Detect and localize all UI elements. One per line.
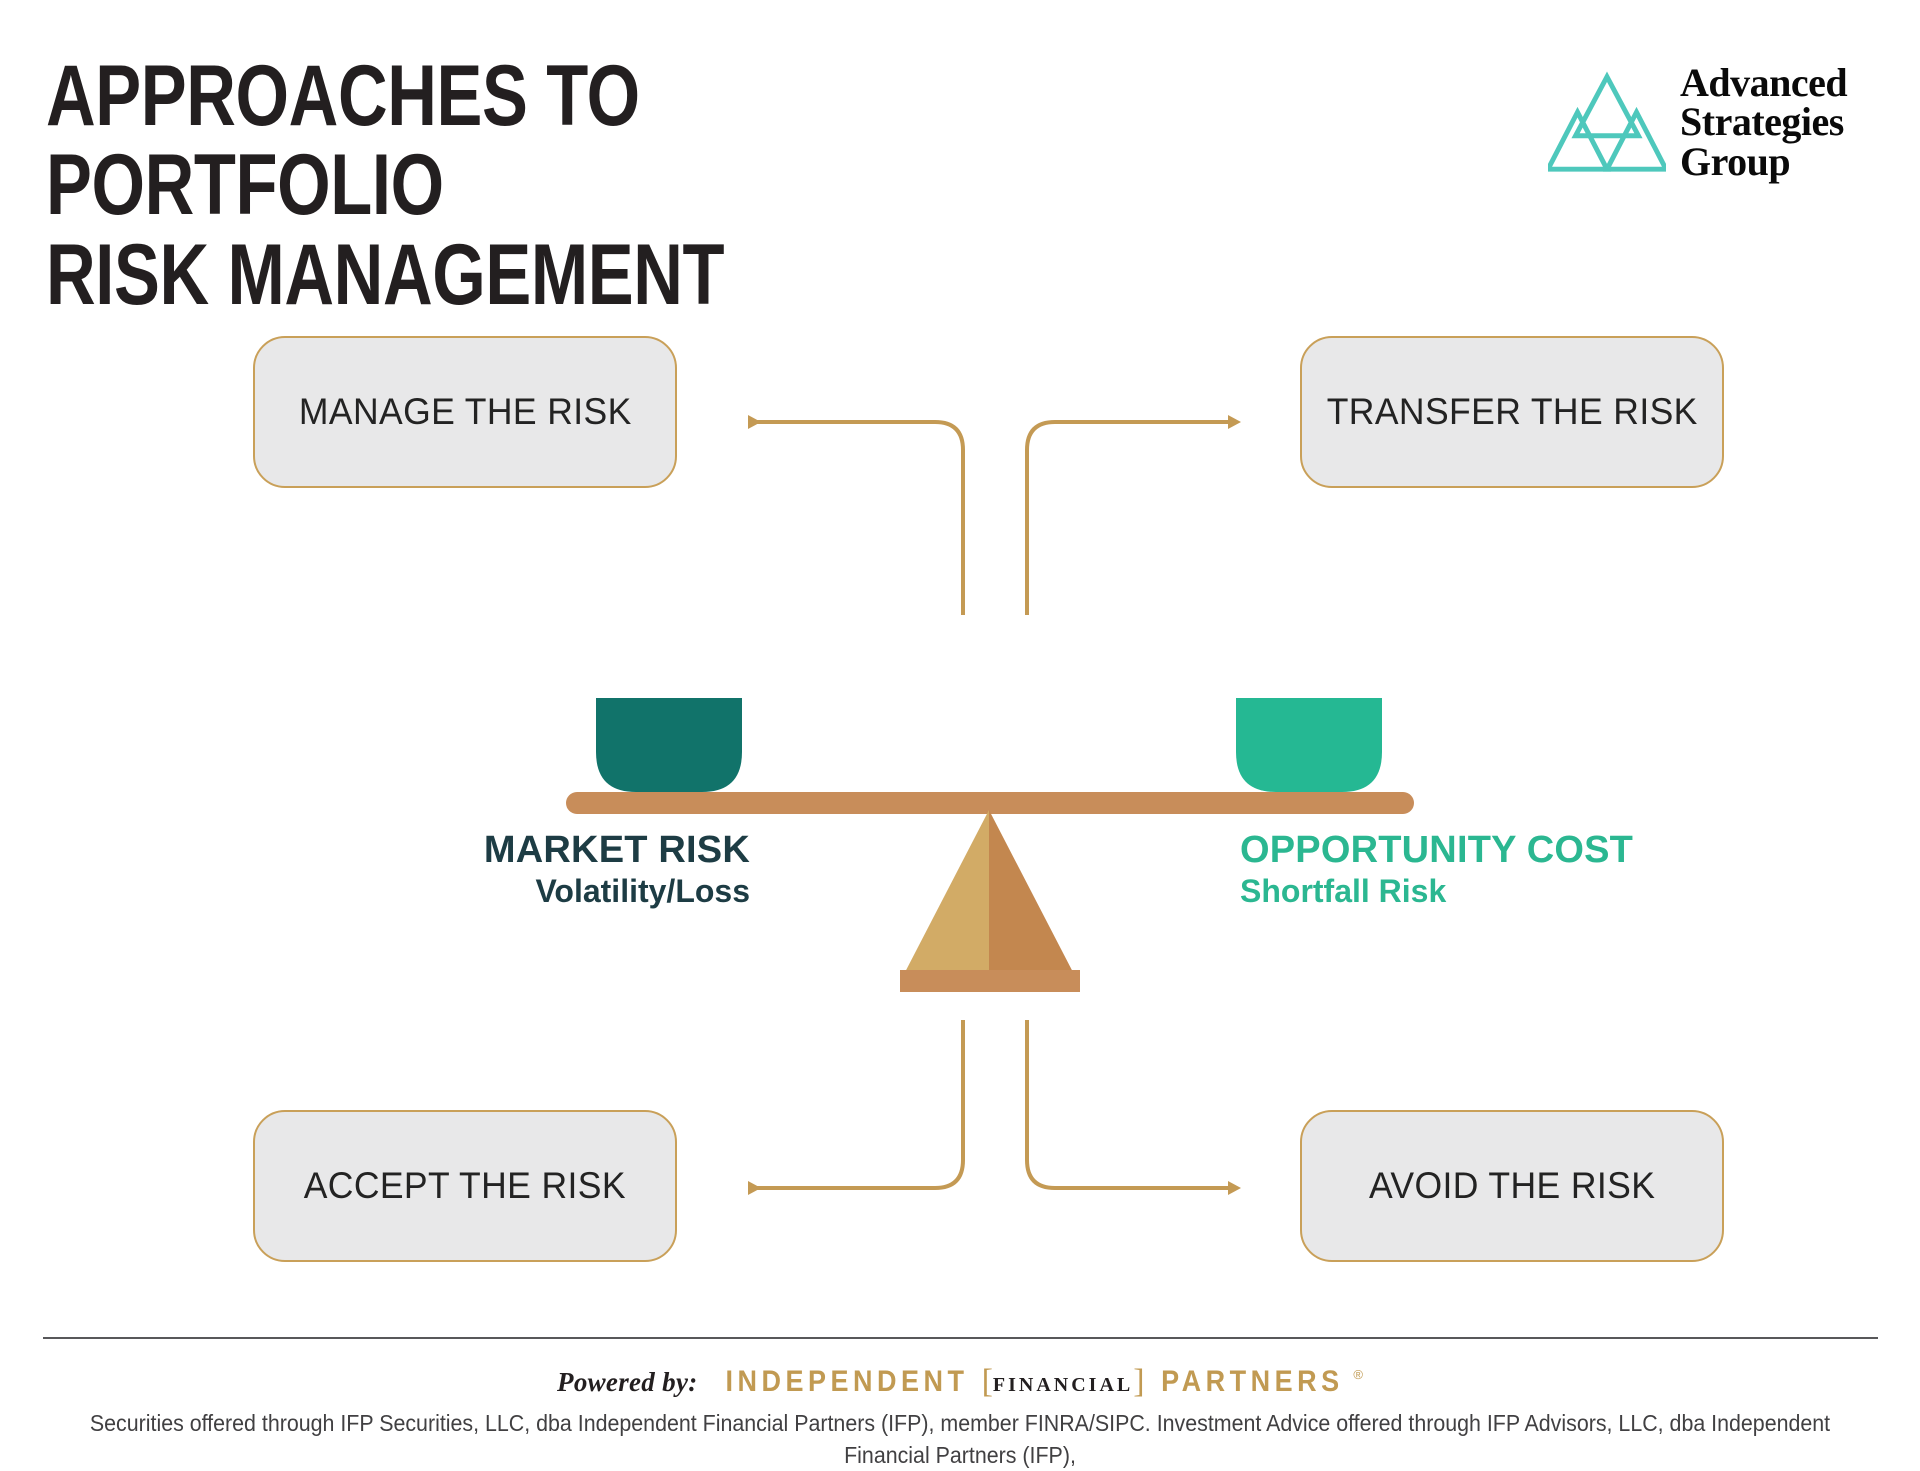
risk-box-manage-label: MANAGE THE RISK bbox=[298, 391, 632, 432]
triangles-logo-mark-icon bbox=[1548, 71, 1666, 172]
powered-by-bar: Powered by: INDEPENDENT [FINANCIAL] PARTNER… bbox=[0, 1363, 1920, 1401]
opportunity-cost-label: OPPORTUNITY COST Shortfall Risk bbox=[1240, 829, 1760, 910]
logo-line-3: Group bbox=[1680, 138, 1791, 184]
risk-box-accept-label: ACCEPT THE RISK bbox=[303, 1165, 627, 1206]
scale-beam bbox=[566, 792, 1414, 814]
disclaimer-line-1: Securities offered through IFP Securitie… bbox=[89, 1410, 1831, 1468]
ifp-independent: INDEPENDENT bbox=[725, 1365, 969, 1398]
arrow-to-transfer bbox=[1025, 415, 1241, 615]
arrow-to-avoid bbox=[1025, 1020, 1241, 1195]
scale-pan-left bbox=[596, 698, 742, 792]
ifp-bracket-close: ] bbox=[1133, 1363, 1145, 1400]
logo-line-2: Strategies bbox=[1680, 99, 1844, 145]
scale-pan-right bbox=[1236, 698, 1382, 792]
footer-divider bbox=[43, 1337, 1878, 1339]
arrow-to-accept bbox=[748, 1020, 965, 1195]
powered-by-text: Powered by: bbox=[557, 1367, 698, 1397]
risk-box-accept[interactable]: ACCEPT THE RISK bbox=[253, 1110, 677, 1262]
page-title: APPROACHES TO PORTFOLIO RISK MANAGEMENT bbox=[46, 48, 725, 323]
arrow-to-manage bbox=[748, 415, 965, 615]
ifp-financial: FINANCIAL bbox=[992, 1374, 1134, 1396]
scale-fulcrum-left-face bbox=[902, 810, 989, 978]
risk-box-transfer[interactable]: TRANSFER THE RISK bbox=[1300, 336, 1724, 488]
opportunity-cost-title: OPPORTUNITY COST bbox=[1240, 829, 1634, 871]
risk-box-avoid-label: AVOID THE RISK bbox=[1368, 1165, 1656, 1206]
ifp-bracket-open: [ bbox=[981, 1363, 993, 1400]
logo-wordmark: Advanced Strategies Group bbox=[1680, 60, 1848, 184]
scale-base bbox=[900, 970, 1080, 992]
balance-scale-illustration bbox=[566, 698, 1414, 992]
registered-mark-icon: ® bbox=[1353, 1367, 1363, 1382]
logo-line-1: Advanced bbox=[1680, 60, 1848, 106]
opportunity-cost-subtitle: Shortfall Risk bbox=[1240, 872, 1447, 909]
company-logo: Advanced Strategies Group bbox=[1548, 52, 1878, 192]
risk-box-manage[interactable]: MANAGE THE RISK bbox=[253, 336, 677, 488]
risk-box-transfer-label: TRANSFER THE RISK bbox=[1326, 391, 1698, 432]
market-risk-label: MARKET RISK Volatility/Loss bbox=[330, 829, 750, 910]
ifp-partners: PARTNERS bbox=[1160, 1365, 1344, 1398]
market-risk-subtitle: Volatility/Loss bbox=[535, 872, 750, 909]
risk-box-avoid[interactable]: AVOID THE RISK bbox=[1300, 1110, 1724, 1262]
legal-disclaimer: Securities offered through IFP Securitie… bbox=[67, 1408, 1853, 1471]
market-risk-title: MARKET RISK bbox=[483, 829, 750, 871]
scale-fulcrum-right-face bbox=[989, 810, 1076, 978]
